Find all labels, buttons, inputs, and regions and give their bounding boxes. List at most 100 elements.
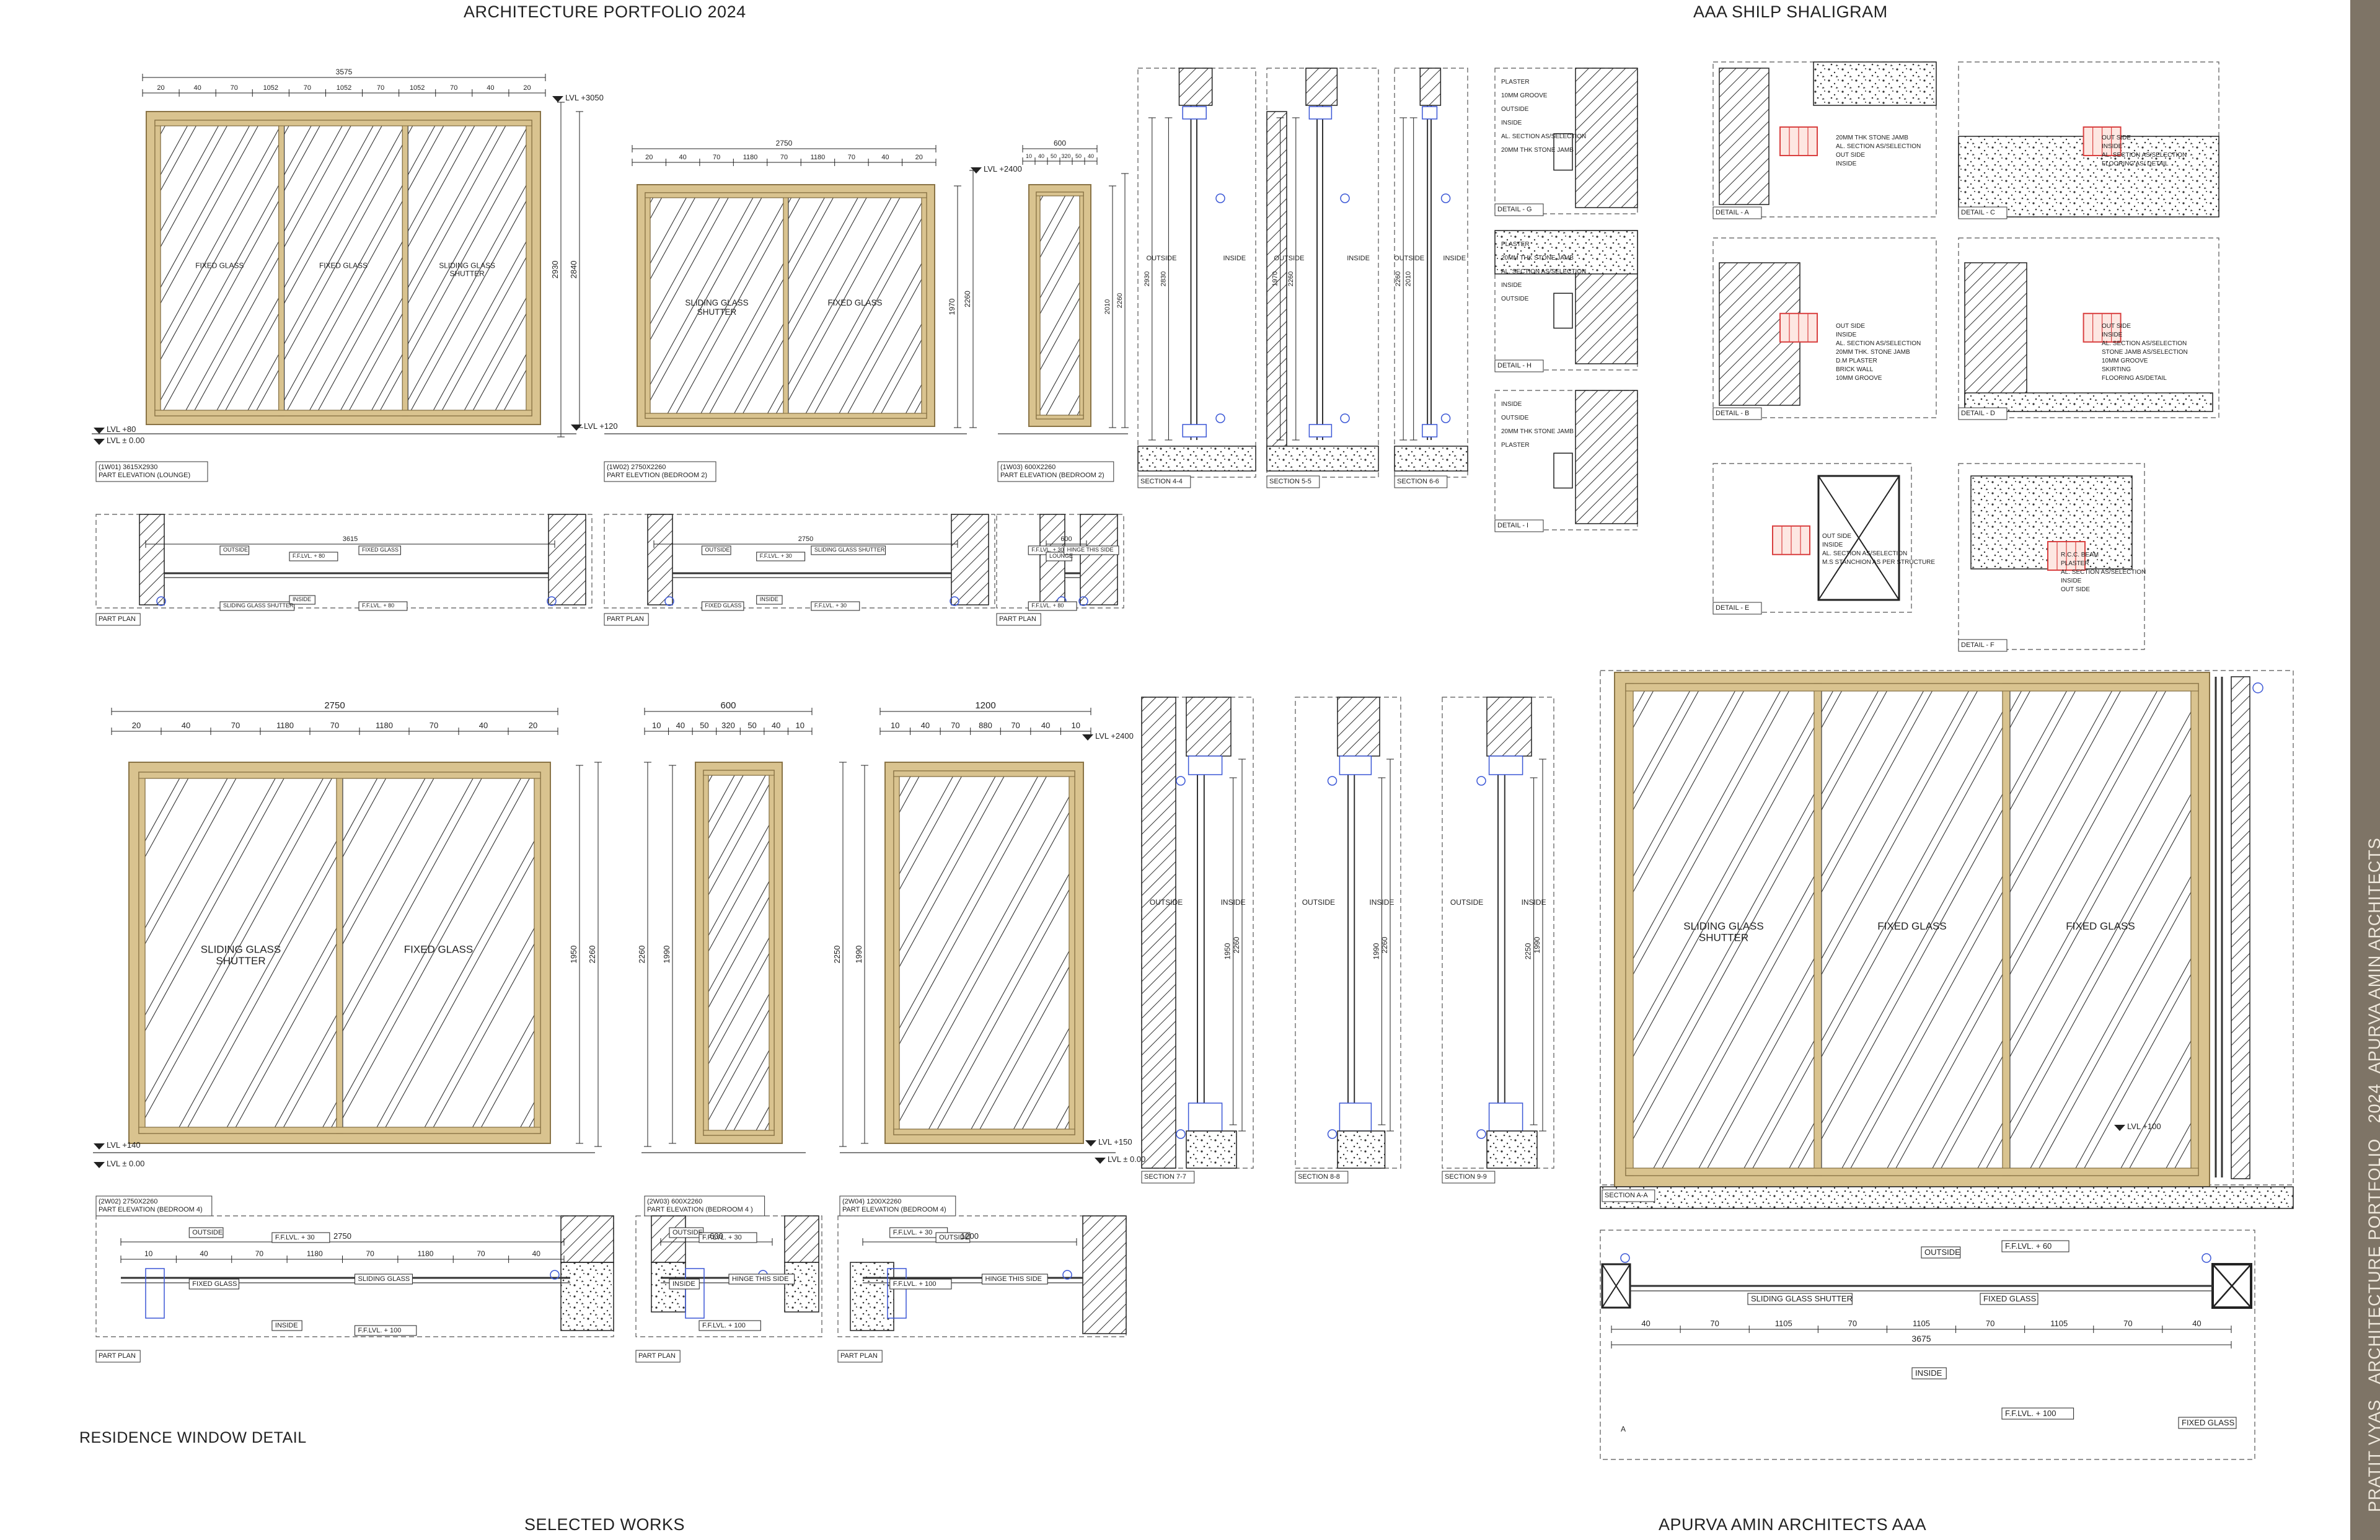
elev1-lvl-80-level-label: LVL +80 <box>107 425 136 434</box>
detail-b-note: D.M PLASTER <box>1836 358 1877 364</box>
detail-g-note: PLASTER <box>1501 79 1530 86</box>
bottom-plan-2-note: HINGE THIS SIDE <box>732 1275 788 1283</box>
elev5-seg-dim-label: 10 <box>795 721 804 730</box>
bottom-plan-1-note: SLIDING GLASS <box>358 1275 410 1283</box>
elev3-seg-dim-label: 320 <box>1061 153 1070 159</box>
elev5-glass <box>708 775 769 1130</box>
detail-f-note: R.C.C. BEAM <box>2061 552 2099 558</box>
hatch-line <box>464 297 526 410</box>
hatch-line <box>650 198 687 265</box>
elev2-seg-dim-label: 1180 <box>743 154 758 161</box>
hatch-line <box>161 126 196 191</box>
elev1-caption-text: (1W01) 3615X2930 <box>99 464 157 471</box>
elev1-glass <box>284 126 403 410</box>
hatch-line <box>1822 691 1978 975</box>
hatch-line <box>708 993 769 1106</box>
section-9-callout <box>1476 776 1486 786</box>
hatch-line <box>284 126 320 191</box>
hatch-line <box>788 198 867 341</box>
elev6-sill <box>893 1129 1075 1135</box>
section-8-callout <box>1327 1129 1338 1139</box>
hatch-line <box>145 778 276 1016</box>
detail-f-note: OUT SIDE <box>2061 586 2090 593</box>
section-8-outside: OUTSIDE <box>1302 898 1335 907</box>
hatch-line <box>2010 711 2191 1042</box>
elev2-seg-dim-label: 70 <box>848 154 855 161</box>
elev6-jamb-l <box>893 770 900 1135</box>
top-plan-2-caption-text: PART PLAN <box>607 615 644 623</box>
detail-i-note: 20MM THK STONE JAMB <box>1501 428 1574 435</box>
hatch-line <box>1887 957 2003 1168</box>
hatch-line <box>788 198 858 325</box>
hatch-line <box>1311 777 1505 1129</box>
detail-a-frame <box>1712 61 1937 218</box>
elev2-seg-dim-label: 1180 <box>811 154 826 161</box>
hatch-line <box>284 144 403 361</box>
section-aa-jamb-l <box>1625 683 1634 1176</box>
hatch-line <box>899 777 1047 1045</box>
detail-d-note: FLOORING AS/DETAIL <box>2102 375 2167 382</box>
hatch-line <box>185 240 279 410</box>
elev2-glass <box>650 198 783 413</box>
hatch-line <box>1022 1043 1069 1129</box>
section-aa-caption-box <box>1602 1189 1655 1202</box>
hatch-line <box>523 778 715 1127</box>
detail-b-note: INSIDE <box>1836 332 1857 338</box>
hatch-line <box>1294 196 1415 415</box>
detail-e-note: INSIDE <box>1822 542 1843 548</box>
hatch-line <box>1353 691 1616 1168</box>
elev4-seg-dim-label: 70 <box>330 721 339 730</box>
bottom-plan-1-seg-dim-label: 40 <box>532 1249 541 1258</box>
top-plan-3-note: LOUNGE <box>1049 553 1073 559</box>
top-plan-2-note-box <box>756 552 806 561</box>
detail-a-caption-text: DETAIL - A <box>1716 209 1749 216</box>
detail-g-caption-text: DETAIL - G <box>1497 206 1532 213</box>
hatch-line <box>424 927 534 1127</box>
elev6-h1-dim-label: 2250 <box>832 946 842 964</box>
top-plan-3-note: HINGE THIS SIDE <box>1067 547 1114 553</box>
hatch-line <box>979 966 1069 1129</box>
top-plan-2-note: F.F.LVL. + 30 <box>814 602 847 609</box>
hatch-line <box>408 128 526 345</box>
bottom-plan-3-caption-box <box>837 1350 883 1363</box>
hatch-line <box>708 775 766 880</box>
section-7-dim1-dim-label: 1950 <box>1223 943 1232 959</box>
elev6-seg-dim-label: 40 <box>921 721 930 730</box>
sidebar-strip <box>2350 0 2380 1540</box>
plan-aa-note: SLIDING GLASS SHUTTER <box>1751 1294 1853 1303</box>
detail-b-caption-text: DETAIL - B <box>1716 410 1749 417</box>
elev2-overall-dim-label: 2750 <box>776 139 793 147</box>
elev6-glass <box>899 777 1505 1129</box>
bottom-plan-1-detail-box <box>145 1268 165 1319</box>
elev6-seg-dim-label: 70 <box>951 721 959 730</box>
plan-aa-note-box <box>1980 1293 2038 1305</box>
section-aa-callout <box>2252 682 2263 693</box>
hatch-line <box>2010 809 2191 1140</box>
hatch-line <box>2010 793 2191 1124</box>
hatch-line <box>1822 793 2003 1124</box>
elev1-glass <box>0 126 279 410</box>
section-aa-mullion <box>1814 683 1822 1176</box>
hatch-line <box>1633 691 1735 878</box>
elev6-seg-dim-label: 10 <box>1071 721 1080 730</box>
section-8-sill-detail <box>1339 1102 1372 1132</box>
detail-b-caption-box <box>1712 407 1762 420</box>
plan-aa-note-box <box>2178 1417 2237 1429</box>
plan-aa-seg-dim-label: 70 <box>1848 1319 1857 1328</box>
elev4-seg-dim-label: 20 <box>132 721 141 730</box>
hatch-line <box>0 126 72 410</box>
hatch-line <box>441 257 526 410</box>
section-9-caption-text: SECTION 9-9 <box>1445 1173 1487 1181</box>
top-plan-1-note: FIXED GLASS <box>362 547 399 553</box>
section-5-caption-text: SECTION 5-5 <box>1269 478 1311 485</box>
plan-aa-overall-dim-label: 3675 <box>1911 1334 1931 1344</box>
hatch-line <box>161 126 165 135</box>
hatch-line <box>178 840 337 1127</box>
section-5-inside: INSIDE <box>1347 255 1370 262</box>
hatch-line <box>1077 410 1080 415</box>
bottom-plan-1-column <box>560 1262 614 1331</box>
hatch-line <box>734 323 783 413</box>
hatch-lines <box>2010 691 2191 1168</box>
elev6-caption-text: (2W04) 1200X2260 <box>842 1198 901 1205</box>
